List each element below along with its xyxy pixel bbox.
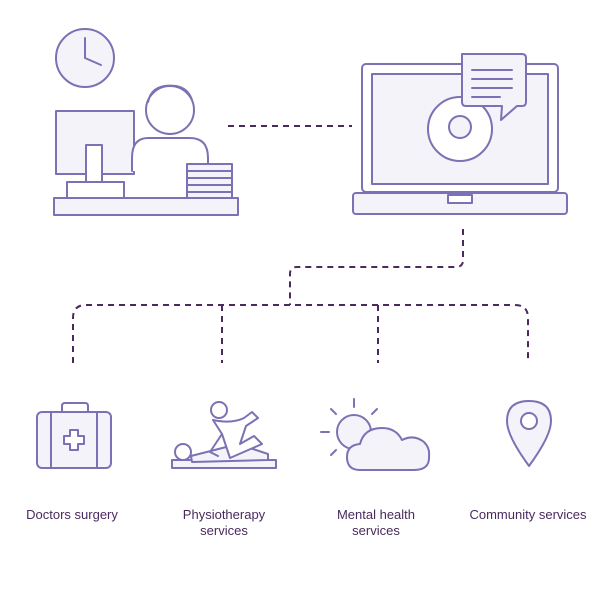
chat-bubble-icon: [461, 53, 527, 121]
first-aid-kit-icon: [36, 402, 112, 469]
service-label-physiotherapy: Physiotherapy services: [149, 507, 299, 539]
desktop-monitor-icon: [55, 110, 135, 199]
label-line: Doctors surgery: [26, 507, 118, 522]
label-line: services: [352, 523, 400, 538]
location-pin-icon: [506, 400, 552, 467]
physiotherapy-icon: [171, 401, 277, 469]
dashed-connectors: [72, 125, 529, 363]
service-label-mental-health: Mental health services: [301, 507, 451, 539]
service-label-community: Community services: [453, 507, 600, 523]
connector-service-bus: [72, 304, 529, 363]
laptop-video-call-illustration: [352, 53, 568, 215]
video-caller-icon: [427, 96, 493, 162]
desk-surface: [53, 197, 239, 216]
label-line: Mental health: [336, 507, 416, 522]
connector-laptop-branch: [289, 229, 464, 305]
sun-cloud-icon: [320, 398, 431, 471]
laptop-trackpad: [447, 194, 473, 204]
label-line: services: [200, 523, 248, 538]
label-line: Physiotherapy: [182, 507, 266, 522]
paper-stack-icon: [186, 163, 233, 199]
clinician-desk-illustration: [53, 28, 239, 216]
clinician-person-icon: [131, 84, 209, 172]
service-label-doctors-surgery: Doctors surgery: [0, 507, 147, 523]
clock-icon: [55, 28, 115, 88]
label-line: Community services: [469, 507, 587, 522]
